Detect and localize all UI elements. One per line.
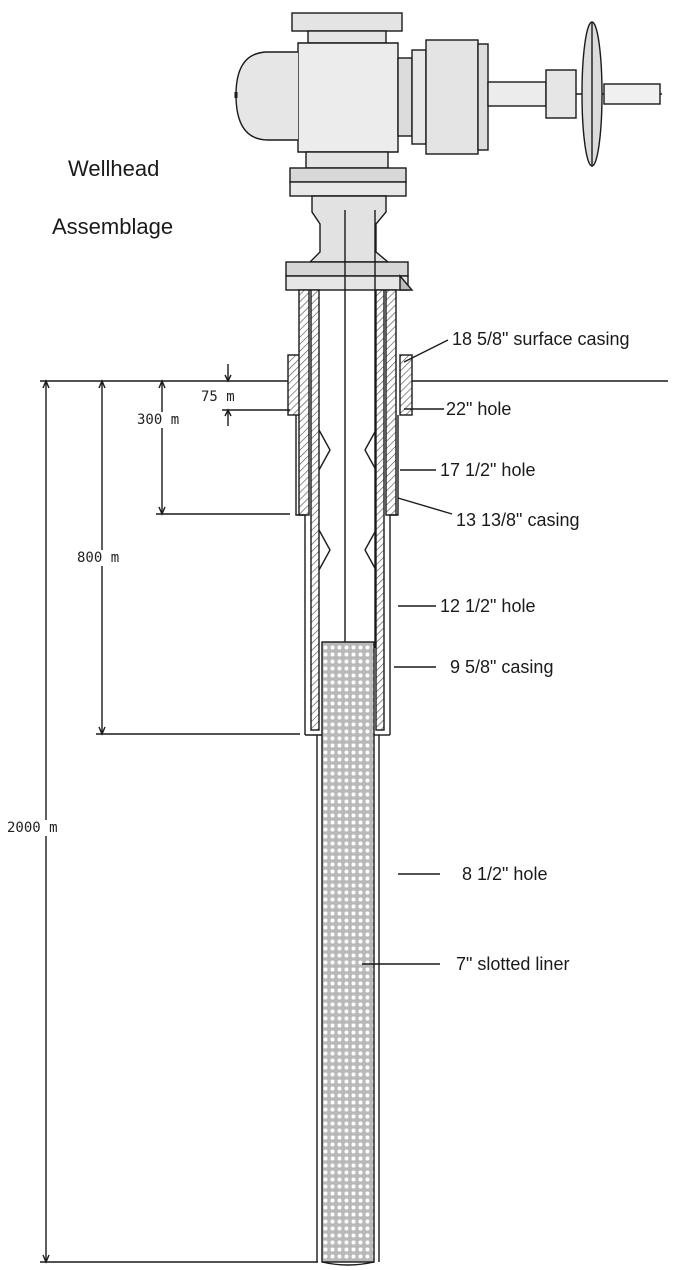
casing-head-flange [285,261,409,277]
lower-flange [289,167,407,183]
casing-9-right [375,289,385,731]
callout-surface-casing: 18 5/8" surface casing [452,329,630,349]
depth-300m: 300 m [136,412,181,428]
title-line-2: Assemblage [52,214,174,239]
surface-casing-right [399,354,413,416]
callout-22-hole: 22" hole [446,399,512,419]
callout-9-casing: 9 5/8" casing [450,657,554,677]
spool [308,195,390,263]
callout-13-casing: 13 13/8" casing [456,510,580,530]
surface-casing-left [287,354,301,416]
callout-12-hole: 12 1/2" hole [440,596,536,616]
valve-bonnet [235,51,298,141]
valve-stem [487,81,547,107]
title-line-1: Wellhead [68,156,160,181]
top-flange [291,12,403,32]
side-flange [397,57,413,137]
casing-9-left [310,289,320,731]
slotted-liner [321,641,375,1263]
depth-2000m: 2000 m [6,820,59,836]
borehole-right [389,415,399,735]
callout-17-hole: 17 1/2" hole [440,460,536,480]
borehole-left [295,415,306,735]
depth-800m: 800 m [76,550,121,566]
actuator-flange [425,39,479,155]
casing-13-right [385,289,397,516]
valve-body [297,42,399,153]
casing-13-left [298,289,310,516]
callout-8-hole: 8 1/2" hole [462,864,548,884]
callout-slotted-liner: 7" slotted liner [456,954,570,974]
depth-75m: 75 m [200,389,236,405]
